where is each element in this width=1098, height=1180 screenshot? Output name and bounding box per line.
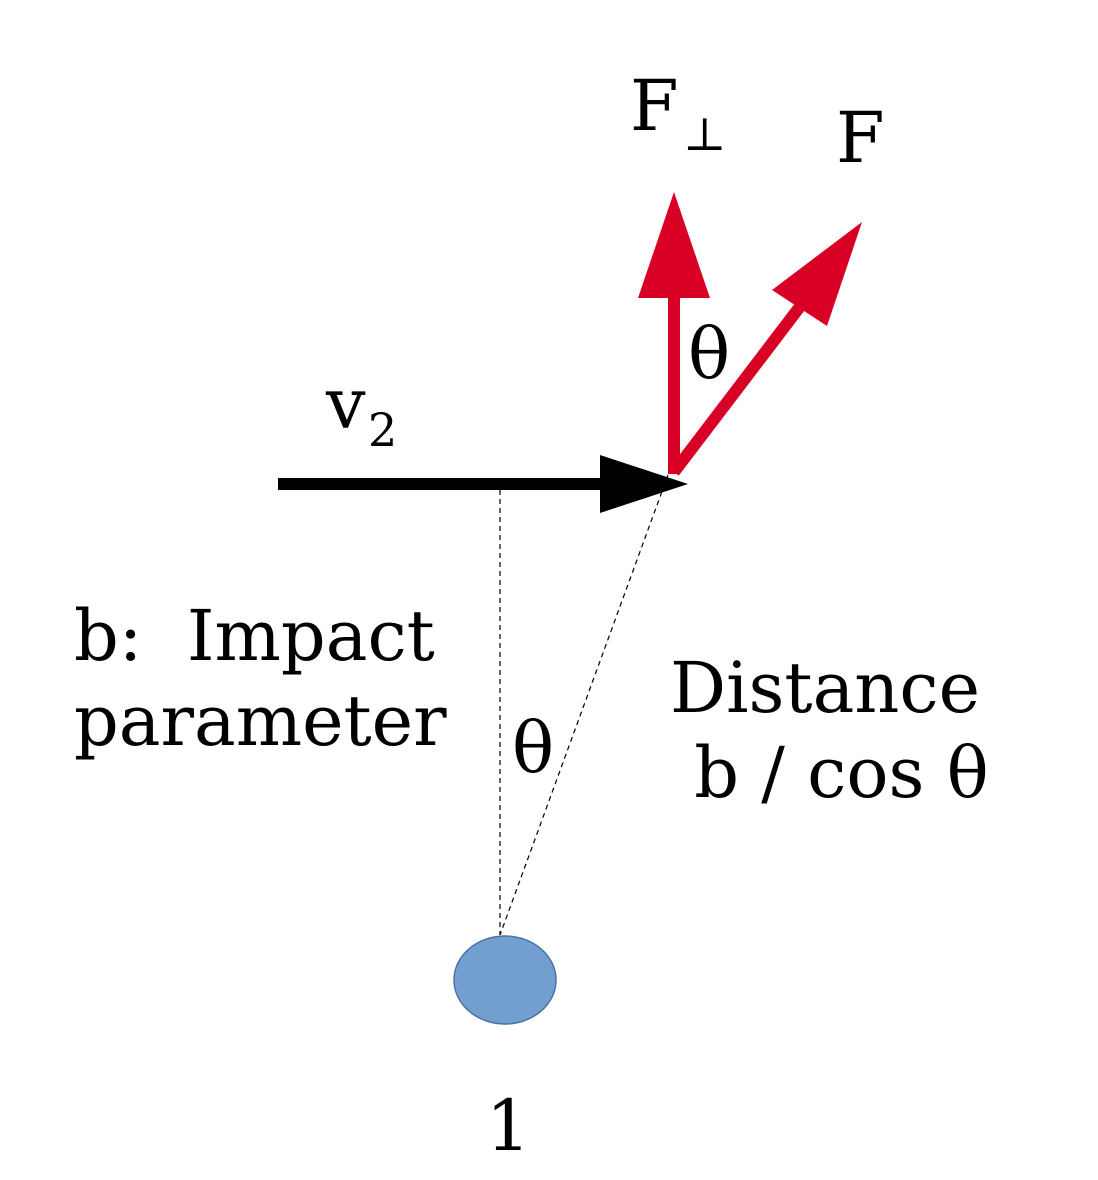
f-perp-subscript: ⊥ bbox=[683, 107, 726, 161]
velocity-arrow bbox=[278, 455, 688, 513]
f-perp-label: F bbox=[630, 65, 679, 147]
theta-top-label: θ bbox=[688, 313, 730, 395]
distance-label-line2: b / cos θ bbox=[672, 732, 989, 814]
theta-bottom-label: θ bbox=[512, 707, 554, 789]
v2-label: v bbox=[325, 363, 366, 445]
impact-parameter-label-line2: parameter bbox=[74, 680, 447, 762]
f-arrow-shaft bbox=[669, 296, 810, 476]
f-perp-arrowhead bbox=[638, 192, 710, 298]
particle-1-label: 1 bbox=[486, 1085, 531, 1167]
f-arrowhead bbox=[772, 222, 862, 326]
f-arrow bbox=[669, 222, 862, 476]
distance-line bbox=[499, 474, 669, 936]
particle-1 bbox=[453, 935, 557, 1025]
distance-label-line1: Distance bbox=[670, 647, 980, 729]
impact-parameter-label-line1: b: Impact bbox=[74, 595, 435, 677]
v2-subscript: 2 bbox=[368, 403, 397, 457]
f-label: F bbox=[836, 97, 885, 179]
velocity-arrowhead bbox=[600, 455, 688, 513]
f-perp-arrow bbox=[638, 192, 710, 474]
